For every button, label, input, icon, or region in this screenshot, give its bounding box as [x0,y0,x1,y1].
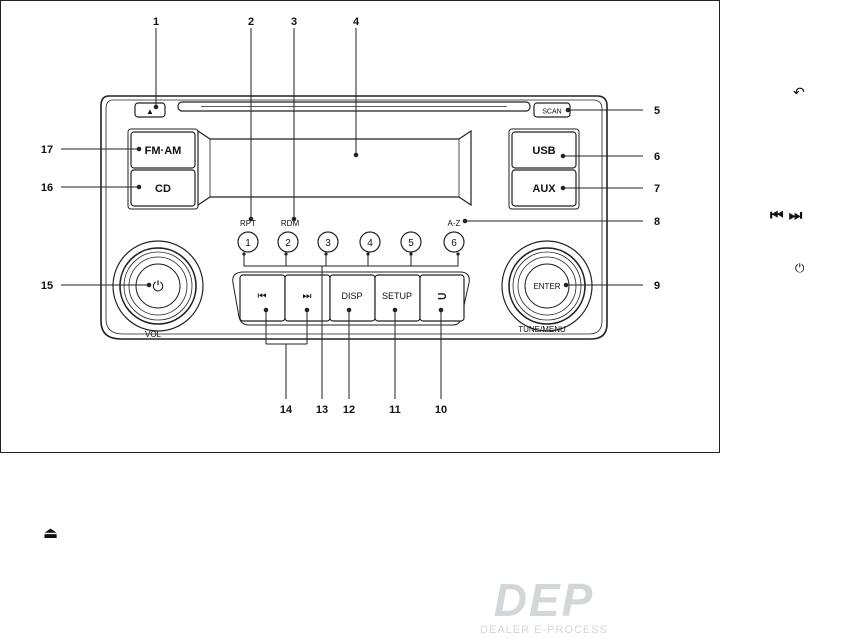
preset-button-1[interactable] [237,231,259,253]
callout-6: 6 [654,151,660,163]
callout-9: 9 [654,280,660,292]
radio-bezel-inner [105,99,603,335]
callout-8: 8 [654,216,660,228]
tune-menu-label: TUNE/MENU [518,325,566,334]
back-icon: ⊃ [437,289,447,303]
callout-2: 2 [248,16,254,28]
rpt-label: RPT [240,219,256,228]
power-side-icon: ⏻ [795,261,805,275]
aux-label: AUX [532,183,556,195]
scan-label: SCAN [542,109,561,116]
lower-button-strip [232,271,470,326]
power-icon: ⏻ [152,278,163,294]
setup-label: SETUP [382,291,412,301]
preset-label-1: 1 [245,238,251,249]
fm-am-label: FM·AM [145,145,182,157]
source-group-left [127,128,199,210]
vol-label: VOL [145,330,162,339]
back-arrow-icon: ↶ [793,85,805,101]
preset-label-2: 2 [285,238,291,249]
eject-icon: ▲ [146,107,154,116]
preset-button-6[interactable] [443,231,465,253]
preset-button-2[interactable] [277,231,299,253]
volume-knob-ring [112,240,204,332]
skip-icons: ⏮ ⏭ [770,206,803,224]
preset-label-4: 4 [367,238,373,249]
radio-diagram: ▲ SCAN FM·AM CD USB AUX RPT RDM A-Z 1 2 … [41,16,660,416]
callout-10: 10 [435,404,447,416]
callout-4: 4 [353,16,360,28]
preset-button-3[interactable] [317,231,339,253]
preset-button-5[interactable] [400,231,422,253]
a-z-label: A-Z [448,219,461,228]
callout-13: 13 [316,404,328,416]
usb-label: USB [532,145,555,157]
callout-1: 1 [153,16,159,28]
disp-label: DISP [341,291,362,301]
callout-12: 12 [343,404,355,416]
usb-button[interactable] [511,131,577,169]
watermark-logo-text: DEP [494,574,595,626]
tune-knob-ring [501,240,593,332]
cd-button[interactable] [130,169,196,207]
fm-am-button[interactable] [130,131,196,169]
callout-5: 5 [654,105,660,117]
callout-16: 16 [41,182,53,194]
rdm-label: RDM [281,219,300,228]
callout-11: 11 [389,404,401,416]
callout-17: 17 [41,144,53,156]
callout-3: 3 [291,16,297,28]
preset-label-5: 5 [408,238,414,249]
radio-bezel [100,95,608,340]
display-screen [197,129,472,207]
preset-label-3: 3 [325,238,331,249]
callout-14: 14 [280,404,293,416]
diagram-frame: ▲ SCAN FM·AM CD USB AUX RPT RDM A-Z 1 2 … [0,0,720,453]
eject-footer-icon: ⏏ [43,523,59,542]
enter-label: ENTER [533,282,560,291]
cd-label: CD [155,183,171,195]
callout-7: 7 [654,183,660,195]
preset-bracket [243,254,459,267]
dep-watermark-logo: DEP DEALER E-PROCESS [480,574,608,636]
seek-back-icon: ⏮ [258,291,267,302]
cd-slot [177,101,531,112]
volume-knob[interactable] [119,247,197,325]
seek-forward-icon: ⏭ [303,291,312,302]
watermark-caption: DEALER E-PROCESS [480,624,608,636]
callout-15: 15 [41,280,53,292]
preset-button-4[interactable] [359,231,381,253]
source-group-right [508,128,580,210]
tune-menu-knob[interactable] [508,247,586,325]
leader-lines [61,28,643,399]
preset-label-6: 6 [451,238,457,249]
back-button[interactable] [419,274,465,322]
